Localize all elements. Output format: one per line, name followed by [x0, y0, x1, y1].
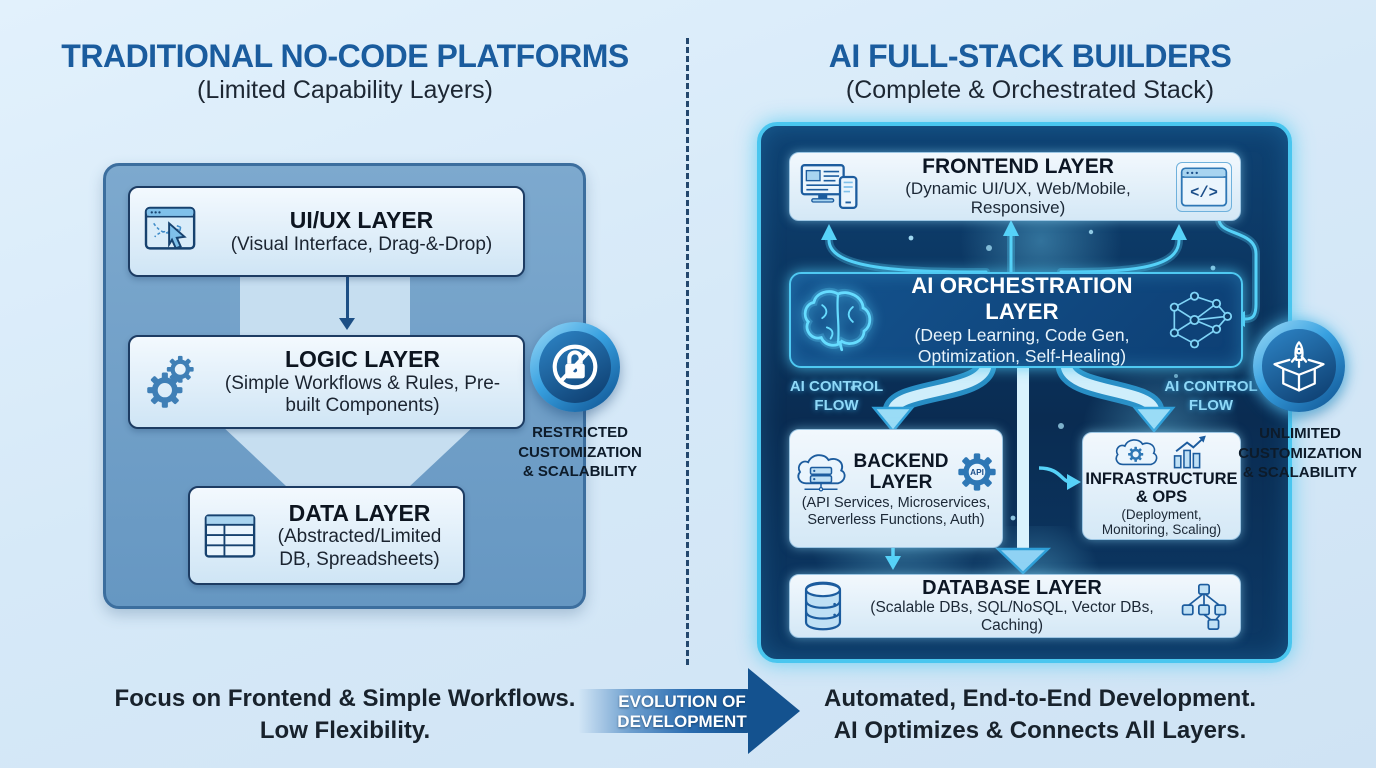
- ai-orchestration-subtitle: Optimization, Self-Healing): [917, 346, 1127, 366]
- funnel-shape: [221, 425, 475, 487]
- down-arrow-head-icon: [339, 318, 355, 330]
- database-icon: [802, 581, 844, 631]
- right-panel-subtitle: (Complete & Orchestrated Stack): [845, 76, 1215, 104]
- logic-layer-subtitle: (Simple Workflows & Rules, Pre-built Com…: [224, 372, 501, 417]
- frontend-layer-subtitle: (Dynamic UI/UX, Web/Mobile, Responsive): [905, 178, 1131, 218]
- unlimited-badge-label: UNLIMITED CUSTOMIZATION & SCALABILITY: [1238, 425, 1362, 481]
- restricted-badge: [530, 322, 620, 412]
- left-panel-subtitle: (Limited Capability Layers): [197, 76, 493, 104]
- evolution-arrow-head-icon: [748, 668, 800, 754]
- lock-slash-icon: [549, 341, 601, 393]
- frontend-layer-card: FRONTEND LAYER (Dynamic UI/UX, Web/Mobil…: [789, 152, 1241, 221]
- data-layer-subtitle: (Abstracted/Limited DB, Spreadsheets): [277, 526, 442, 570]
- gears-icon: [144, 352, 202, 412]
- logic-layer-card: LOGIC LAYER (Simple Workflows & Rules, P…: [128, 335, 525, 429]
- svg-text:</>: </>: [1190, 184, 1218, 202]
- cloud-gear-icon: [1112, 435, 1160, 469]
- ai-control-flow-label-right: AI CONTROL FLOW: [1164, 378, 1258, 414]
- monitor-phone-icon: [800, 162, 860, 212]
- infrastructure-ops-title: INFRASTRUCTURE: [1085, 470, 1238, 489]
- infrastructure-ops-card: INFRASTRUCTURE & OPS (Deployment, Monito…: [1082, 432, 1241, 540]
- database-layer-title: DATABASE LAYER: [922, 576, 1102, 599]
- neural-network-icon: [1167, 287, 1233, 353]
- left-footer-text: Focus on Frontend & Simple Workflows. Lo…: [114, 685, 576, 744]
- ai-control-flow-label-left: AI CONTROL FLOW: [789, 378, 884, 414]
- data-layer-card: DATA LAYER (Abstracted/Limited DB, Sprea…: [188, 486, 465, 585]
- bar-chart-icon: [1170, 434, 1212, 470]
- infrastructure-ops-subtitle: (Deployment,: [1121, 506, 1202, 522]
- flow-arrows-layer: [821, 215, 1260, 575]
- browser-cursor-icon: [144, 206, 200, 258]
- frontend-layer-title: FRONTEND LAYER: [922, 155, 1114, 179]
- evolution-arrow: EVOLUTION OF DEVELOPMENT: [578, 668, 803, 754]
- down-arrow-line: [346, 277, 349, 319]
- left-panel-title: TRADITIONAL NO-CODE PLATFORMS: [61, 38, 629, 74]
- evolution-arrow-label: EVOLUTION OF DEVELOPMENT: [617, 692, 747, 731]
- database-layer-subtitle: (Scalable DBs, SQL/NoSQL, Vector DBs, Ca…: [870, 599, 1154, 635]
- svg-text:API: API: [970, 468, 984, 477]
- uiux-layer-title: UI/UX LAYER: [289, 207, 434, 234]
- backend-layer-title: BACKEND: [853, 450, 949, 472]
- cloud-server-icon: [794, 449, 848, 495]
- right-panel-title: AI FULL-STACK BUILDERS: [828, 38, 1232, 74]
- data-layer-title: DATA LAYER: [288, 499, 431, 526]
- traditional-stack-container: UI/UX LAYER (Visual Interface, Drag-&-Dr…: [103, 163, 586, 609]
- ai-orchestration-title: AI ORCHESTRATION LAYER: [911, 273, 1133, 324]
- right-footer-text: Automated, End-to-End Development. AI Op…: [824, 685, 1256, 744]
- database-layer-card: DATABASE LAYER (Scalable DBs, SQL/NoSQL,…: [789, 574, 1241, 638]
- code-window-icon: </>: [1176, 161, 1232, 212]
- ai-orchestration-subtitle: (Deep Learning, Code Gen,: [914, 325, 1130, 345]
- connector-band: [240, 273, 410, 337]
- uiux-layer-subtitle: (Visual Interface, Drag-&-Drop): [230, 233, 493, 255]
- unlimited-badge: [1253, 320, 1345, 412]
- backend-layer-card: BACKEND LAYER API (API Services, Microse…: [789, 429, 1003, 548]
- brain-icon: [799, 286, 877, 354]
- ai-orchestration-layer-card: AI ORCHESTRATION LAYER (Deep Learning, C…: [789, 272, 1243, 368]
- box-rocket-icon: [1271, 337, 1327, 395]
- logic-layer-title: LOGIC LAYER: [284, 346, 441, 373]
- backend-layer-subtitle: (API Services, Microservices,: [801, 494, 991, 511]
- spreadsheet-icon: [204, 513, 256, 559]
- restricted-badge-label: RESTRICTED CUSTOMIZATION & SCALABILITY: [518, 424, 642, 480]
- tree-nodes-icon: [1180, 581, 1228, 631]
- dashed-divider: [686, 38, 689, 665]
- evolution-arrow-body: [578, 689, 750, 733]
- api-gear-icon: API: [955, 450, 999, 494]
- ai-stack-container: FRONTEND LAYER (Dynamic UI/UX, Web/Mobil…: [757, 122, 1292, 663]
- uiux-layer-card: UI/UX LAYER (Visual Interface, Drag-&-Dr…: [128, 186, 525, 277]
